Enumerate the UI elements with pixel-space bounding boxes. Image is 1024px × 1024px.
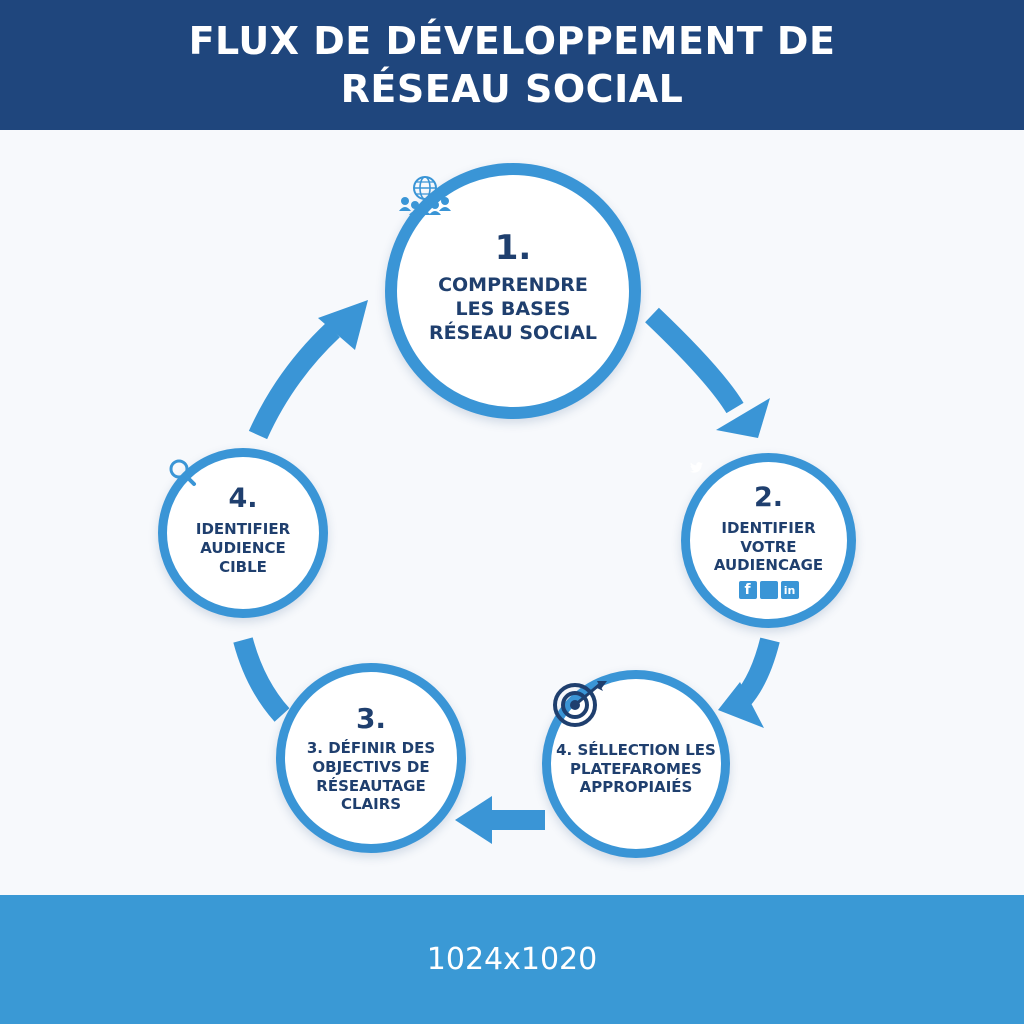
arrow-step5-to-step1 bbox=[248, 322, 340, 440]
step-1-node: 1. COMPRENDRE LES BASES RÉSEAU SOCIAL bbox=[385, 163, 641, 419]
step-5-label-line-3: CIBLE bbox=[219, 557, 267, 576]
step-3-label-line-1: 4. SÉLLECTION LES bbox=[556, 740, 716, 759]
header-banner: FLUX DE DÉVELOPPEMENT DE RÉSEAU SOCIAL bbox=[0, 0, 1024, 130]
footer-dimensions-text: 1024x1020 bbox=[426, 942, 598, 977]
step-5-node: 4. IDENTIFIER AUDIENCE CIBLE bbox=[158, 448, 328, 618]
step-5-number: 4. bbox=[228, 483, 258, 515]
arrowhead-2 bbox=[718, 682, 764, 728]
social-icons: f in bbox=[690, 462, 799, 600]
step-3-label-line-2: PLATEFAROMES bbox=[570, 759, 702, 778]
step-1-label-line-3: RÉSEAU SOCIAL bbox=[428, 321, 598, 344]
arrow-step4-to-step5 bbox=[233, 637, 290, 722]
step-3-node: 4. SÉLLECTION LES PLATEFAROMES APPROPIAI… bbox=[542, 670, 730, 858]
step-1-label-line-2: LES BASES bbox=[455, 298, 571, 321]
footer-bar: 1024x1020 bbox=[0, 895, 1024, 1024]
step-2-label-line-3: AUDIENCAGE bbox=[713, 556, 824, 575]
step-4-label-line-2: OBJECTIVS DE bbox=[312, 757, 430, 776]
step-4-label-line-4: CLAIRS bbox=[340, 795, 402, 814]
linkedin-icon: in bbox=[780, 581, 799, 600]
step-4-number: 3. bbox=[355, 702, 387, 735]
title-line-1: FLUX DE DÉVELOPPEMENT DE bbox=[188, 19, 836, 63]
step-5-label-line-1: IDENTIFIER bbox=[195, 520, 291, 539]
step-3-label-line-3: APPROPIAIÉS bbox=[579, 778, 693, 797]
arrowhead-5 bbox=[318, 300, 368, 350]
step-4-node: 3. 3. DÉFINIR DES OBJECTIVS DE RÉSEAUTAG… bbox=[276, 663, 466, 853]
cycle-diagram: 1. COMPRENDRE LES BASES RÉSEAU SOCIAL 2.… bbox=[0, 130, 1024, 895]
twitter-icon bbox=[690, 462, 778, 600]
title-line-2: RÉSEAU SOCIAL bbox=[340, 67, 684, 111]
step-2-label-line-2: VOTRE bbox=[740, 537, 797, 556]
cycle-arrows bbox=[233, 300, 780, 844]
step-1-number: 1. bbox=[494, 228, 532, 269]
step-5-label-line-2: AUDIENCE bbox=[200, 539, 286, 558]
facebook-letter: f bbox=[744, 582, 751, 599]
linkedin-letters: in bbox=[783, 583, 796, 597]
arrowhead-1 bbox=[716, 398, 770, 438]
step-2-label-line-1: IDENTIFIER bbox=[721, 518, 816, 537]
arrow-step2-to-step3 bbox=[734, 637, 780, 707]
step-1-label-line-1: COMPRENDRE bbox=[438, 274, 588, 297]
step-4-label-line-1: 3. DÉFINIR DES bbox=[306, 739, 436, 757]
step-4-label-line-3: RÉSEAUTAGE bbox=[316, 776, 426, 795]
facebook-icon: f bbox=[738, 581, 757, 600]
arrowhead-3 bbox=[455, 796, 492, 844]
step-2-number: 2. bbox=[753, 481, 784, 513]
arrow-step1-to-step2 bbox=[645, 307, 744, 414]
step-2-node: 2. IDENTIFIER VOTRE AUDIENCAGE f in bbox=[681, 453, 856, 628]
